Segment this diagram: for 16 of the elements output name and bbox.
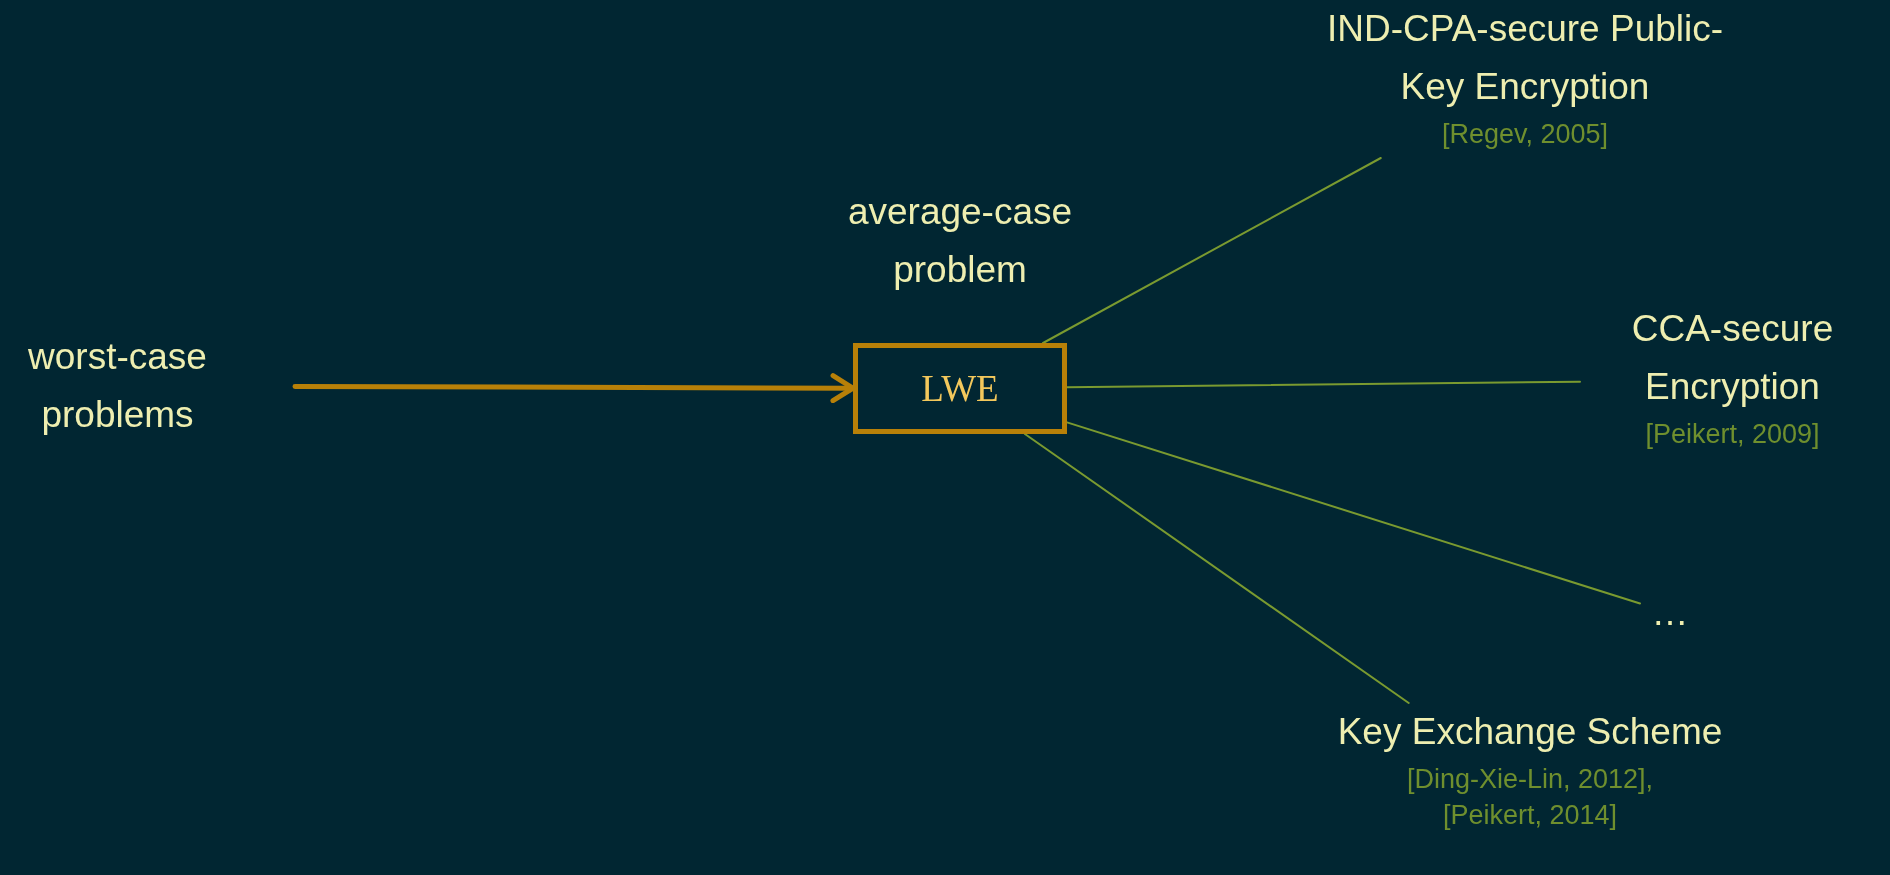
node-caption: average-case problem [846,190,1074,292]
connector-line [1023,433,1410,704]
connector-line [1042,157,1382,344]
arrow [292,373,856,404]
connector-line [1066,421,1641,605]
node-label: Key Exchange Scheme [1337,710,1723,754]
box-label: LWE [921,366,999,411]
citation: [Ding-Xie-Lin, 2012], [Peikert, 2014] [1405,763,1655,832]
node-label: … [1651,591,1689,635]
connector-line [1066,380,1581,389]
citation: [Regev, 2005] [1441,118,1609,151]
node-label: worst-case problems [27,335,208,437]
node-label: IND-CPA-secure Public-Key Encryption [1325,7,1725,109]
citation: [Peikert, 2009] [1645,418,1820,451]
node-label: CCA-secure Encryption [1630,307,1835,409]
process-box [853,343,1067,434]
